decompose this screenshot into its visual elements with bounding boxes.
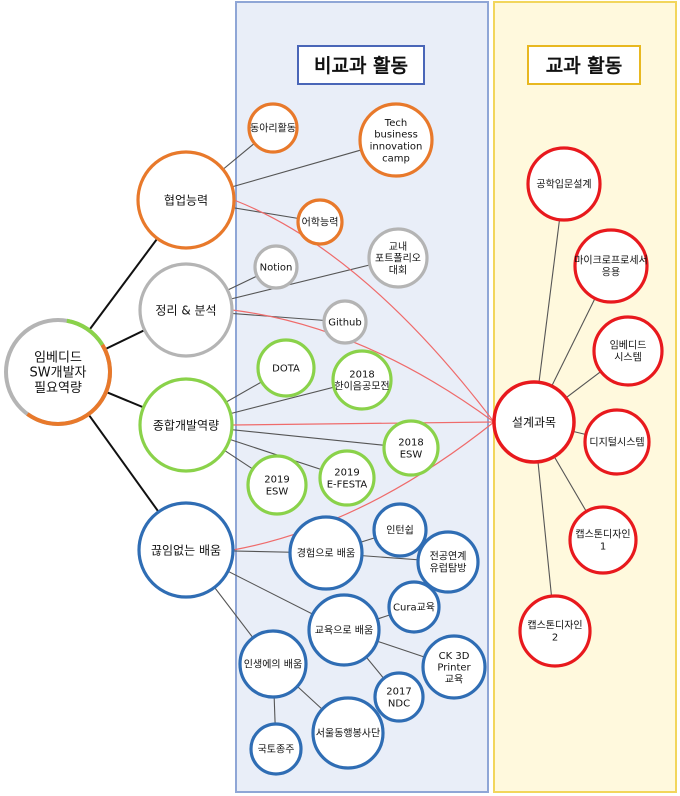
tech-node-label: business xyxy=(374,130,418,141)
learn-node-label: 끊임없는 배움 xyxy=(151,543,221,557)
link-learn-design xyxy=(232,421,495,551)
root-node-label: 임베디드 xyxy=(34,350,82,365)
link-organize-design xyxy=(231,309,495,423)
volunteer-node-label: 서울동행봉사단 xyxy=(316,728,380,740)
ck3d-node-label: Printer xyxy=(437,663,471,674)
notion-node: Notion xyxy=(253,244,299,290)
edul-node: 교육으로 배움 xyxy=(307,593,381,667)
lang-node: 어학능력 xyxy=(296,198,344,246)
life-node-label: 인생에의 배움 xyxy=(244,659,302,671)
contest2018-node-label: 2018 xyxy=(349,370,374,381)
github-node-label: Github xyxy=(328,318,361,329)
esw2018-node-label: 2018 xyxy=(398,438,423,449)
embsys-node-label: 임베디드 xyxy=(610,339,647,352)
design-node-label: 설계과목 xyxy=(512,415,556,429)
extracurricular-title-text: 비교과 활동 xyxy=(314,55,408,77)
intro-node: 공학입문설계 xyxy=(526,146,602,222)
digital-node-label: 디지털시스템 xyxy=(589,437,644,449)
portfolio-node-label: 대회 xyxy=(389,264,407,276)
dota-node: DOTA xyxy=(256,338,316,398)
cura-node: Cura교육 xyxy=(387,580,441,634)
esw2019-node-label: 2019 xyxy=(264,475,289,486)
country-node-label: 국토종주 xyxy=(258,744,295,756)
cura-node-label: Cura교육 xyxy=(393,602,435,614)
esw2018-node-label: ESW xyxy=(400,450,423,461)
lang-node-label: 어학능력 xyxy=(302,217,339,229)
major-node-label: 유럽탐방 xyxy=(430,563,467,575)
ndc2017-node-label: 2017 xyxy=(386,687,411,698)
root-node-label: SW개발자 xyxy=(30,366,87,381)
major-node-label: 전공연계 xyxy=(430,551,467,563)
organize-node-label: 정리 & 분석 xyxy=(155,303,216,317)
collab-node-label: 협업능력 xyxy=(164,193,208,207)
club-node-label: 동아리활동 xyxy=(250,122,296,135)
micro-node-label: 마이크로프로세서 xyxy=(574,255,648,267)
dev-node-label: 종합개발역량 xyxy=(153,418,219,432)
dota-node-label: DOTA xyxy=(272,364,300,375)
edul-node-label: 교육으로 배움 xyxy=(315,625,373,637)
expl-node: 경험으로 배움 xyxy=(288,515,364,591)
cap2-node-label: 2 xyxy=(552,633,558,644)
tech-node-label: camp xyxy=(382,153,410,164)
curricular-title-text: 교과 활동 xyxy=(546,55,623,77)
embsys-node-label: 시스템 xyxy=(614,352,642,364)
club-node: 동아리활동 xyxy=(247,102,299,154)
portfolio-node-label: 교내 xyxy=(389,241,407,253)
contest2018-node-label: 한이음공모전 xyxy=(334,381,389,393)
extracurricular-title: 비교과 활동 xyxy=(297,45,425,85)
design-node: 설계과목 xyxy=(492,380,576,464)
volunteer-node: 서울동행봉사단 xyxy=(311,696,385,770)
efesta2019-node-label: 2019 xyxy=(334,468,359,479)
dev-node: 종합개발역량 xyxy=(138,377,234,473)
cap2-node-label: 캡스톤디자인 xyxy=(527,620,582,632)
country-node: 국토종주 xyxy=(249,722,303,776)
cap1-node-label: 캡스톤디자인 xyxy=(575,529,630,541)
esw2019-node-label: ESW xyxy=(266,487,289,498)
ck3d-node-label: CK 3D xyxy=(439,651,470,662)
digital-node: 디지털시스템 xyxy=(583,408,651,476)
life-node: 인생에의 배움 xyxy=(238,629,308,699)
link-dev-design xyxy=(231,421,495,426)
notion-node-label: Notion xyxy=(260,263,293,274)
efesta2019-node-label: E-FESTA xyxy=(327,480,368,491)
github-node: Github xyxy=(322,299,368,345)
intern-node-label: 인턴쉽 xyxy=(386,525,414,537)
learn-node: 끊임없는 배움 xyxy=(137,501,235,599)
tech-node-label: Tech xyxy=(384,118,407,129)
link-collab-design xyxy=(233,199,495,423)
curricular-title: 교과 활동 xyxy=(527,45,641,85)
cap1-node-label: 1 xyxy=(600,542,606,553)
micro-node-label: 응용 xyxy=(602,267,620,279)
root-node-label: 필요역량 xyxy=(34,381,82,396)
expl-node-label: 경험으로 배움 xyxy=(297,547,355,560)
ck3d-node-label: 교육 xyxy=(445,673,463,685)
portfolio-node-label: 포트폴리오 xyxy=(375,253,421,265)
collab-node: 협업능력 xyxy=(136,150,236,250)
ndc2017-node-label: NDC xyxy=(388,699,410,710)
intern-node: 인턴쉽 xyxy=(372,502,428,558)
organize-node: 정리 & 분석 xyxy=(138,262,234,358)
intro-node-label: 공학입문설계 xyxy=(536,178,591,191)
tech-node-label: innovation xyxy=(370,142,423,153)
